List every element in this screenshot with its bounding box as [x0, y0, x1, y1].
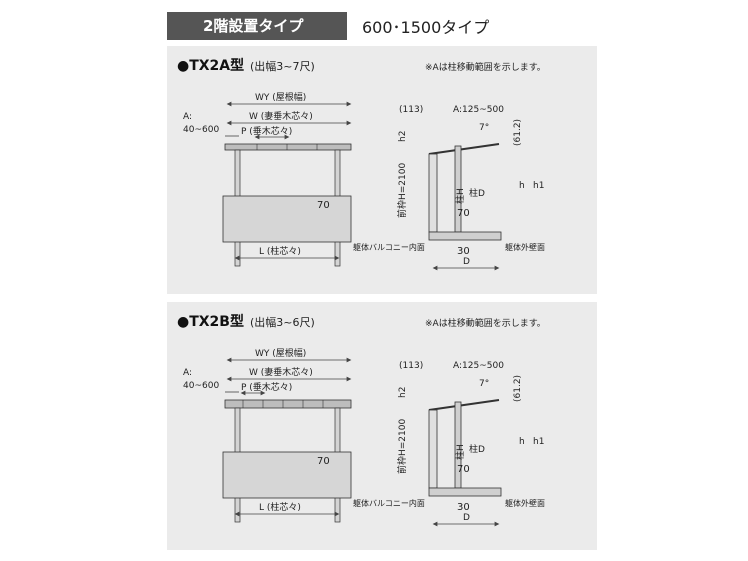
dim-p: P (垂木芯々)	[241, 125, 292, 137]
dim-l: L (柱芯々)	[259, 501, 301, 513]
front-elevation: WY (屋根幅) W (妻垂木芯々) A: 40~600 P (垂木芯々) 70…	[183, 347, 352, 523]
dim-p: P (垂木芯々)	[241, 381, 292, 393]
balcony-label: 躯体バルコニー内面	[353, 498, 425, 508]
wall-label: 躯体外壁面	[505, 242, 545, 252]
dim-pillar-d: 柱D	[469, 443, 485, 455]
dim-pillar-d: 柱D	[469, 187, 485, 199]
diagram-tx2b: ●TX2B型 (出幅3~6尺) ※Aは柱移動範囲を示します。 WY (屋根幅) …	[177, 313, 546, 527]
diagram-tx2a: ●TX2A型 (出幅3~7尺) ※Aは柱移動範囲を示します。 WY (屋根幅) …	[177, 57, 546, 271]
dim-d: D	[463, 513, 470, 523]
dim-pillar-h: 柱H	[454, 444, 466, 460]
model-subtitle: (出幅3~7尺)	[250, 59, 315, 73]
dim-h: h	[519, 437, 525, 447]
dim-113: (113)	[399, 361, 423, 371]
dim-a: A:	[183, 112, 192, 122]
dim-h: h	[519, 181, 525, 191]
dim-a: A:	[183, 368, 192, 378]
dim-h1: h1	[533, 437, 544, 447]
dim-w: W (妻垂木芯々)	[249, 366, 313, 378]
dim-70-side: 70	[457, 464, 470, 475]
dim-30: 30	[457, 502, 470, 513]
dim-wy: WY (屋根幅)	[255, 347, 306, 359]
front-elevation: WY (屋根幅) W (妻垂木芯々) A: 40~600 P (垂木芯々) 70…	[183, 91, 352, 267]
dim-30: 30	[457, 246, 470, 257]
side-section: (113) A:125~500 7° h2 (61.2) 前枠H=2100 柱H…	[353, 105, 545, 271]
dim-70: 70	[317, 456, 330, 467]
dim-a125: A:125~500	[453, 105, 504, 115]
dim-612: (61.2)	[513, 375, 523, 402]
type-badge: 2階設置タイプ	[167, 12, 347, 40]
dim-front: 前枠H=2100	[396, 163, 408, 218]
dim-h1: h1	[533, 181, 544, 191]
dim-d: D	[463, 257, 470, 267]
dim-612: (61.2)	[513, 119, 523, 146]
dim-a-range: 40~600	[183, 381, 219, 391]
dim-h2: h2	[398, 387, 408, 398]
dim-h2: h2	[398, 131, 408, 142]
wall-label: 躯体外壁面	[505, 498, 545, 508]
dim-wy: WY (屋根幅)	[255, 91, 306, 103]
type-size-label: 600･1500タイプ	[362, 18, 490, 37]
dim-113: (113)	[399, 105, 423, 115]
dim-front: 前枠H=2100	[396, 419, 408, 474]
panel-tx2b: ●TX2B型 (出幅3~6尺) ※Aは柱移動範囲を示します。 WY (屋根幅) …	[167, 302, 597, 550]
model-title: ●TX2A型	[177, 57, 244, 74]
dim-pillar-h: 柱H	[454, 188, 466, 204]
dim-a125: A:125~500	[453, 361, 504, 371]
note-text: ※Aは柱移動範囲を示します。	[425, 61, 546, 73]
model-title: ●TX2B型	[177, 313, 244, 330]
dim-70-side: 70	[457, 208, 470, 219]
dim-l: L (柱芯々)	[259, 245, 301, 257]
dim-angle: 7°	[479, 379, 489, 389]
dim-a-range: 40~600	[183, 125, 219, 135]
side-section: (113) A:125~500 7° h2 (61.2) 前枠H=2100 柱H…	[353, 361, 545, 527]
dim-70: 70	[317, 200, 330, 211]
balcony-label: 躯体バルコニー内面	[353, 242, 425, 252]
panel-tx2a: ●TX2A型 (出幅3~7尺) ※Aは柱移動範囲を示します。 WY (屋根幅) …	[167, 46, 597, 294]
dim-angle: 7°	[479, 123, 489, 133]
model-subtitle: (出幅3~6尺)	[250, 315, 315, 329]
dim-w: W (妻垂木芯々)	[249, 110, 313, 122]
note-text: ※Aは柱移動範囲を示します。	[425, 317, 546, 329]
